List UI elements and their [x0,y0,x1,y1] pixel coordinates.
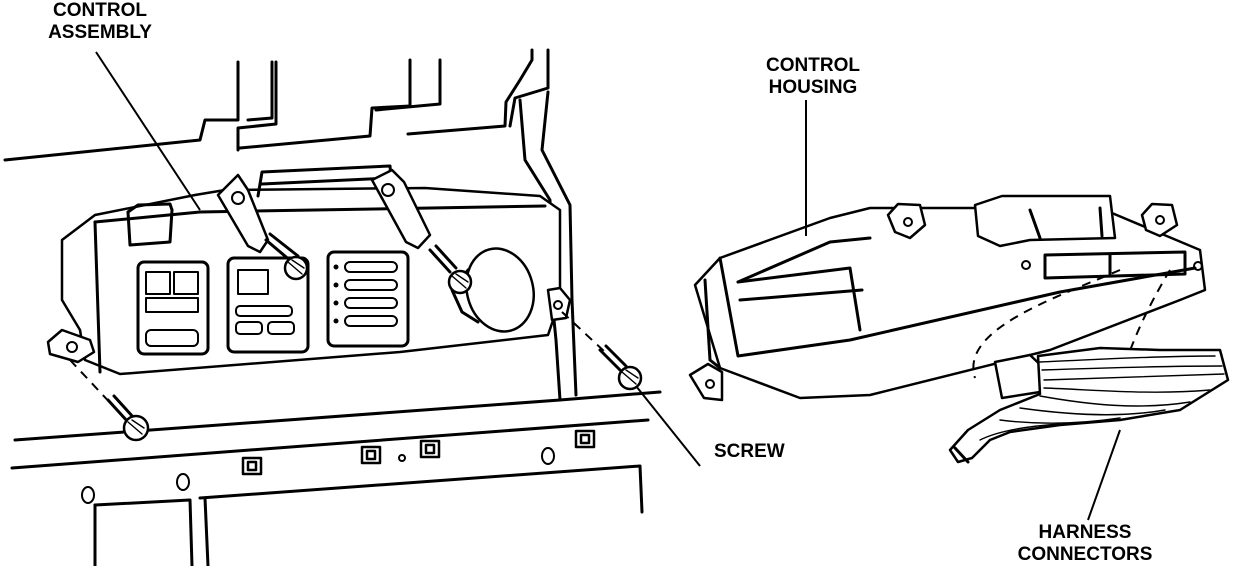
label-control-assembly-line1: CONTROL [53,0,147,21]
label-screw-text: SCREW [714,441,785,462]
label-control-housing-line2: HOUSING [768,77,858,98]
control-assembly [46,164,572,376]
label-control-housing: CONTROL HOUSING [748,55,878,99]
label-control-housing-line1: CONTROL [766,55,860,76]
instrument-panel [3,48,662,568]
label-control-assembly: CONTROL ASSEMBLY [30,0,170,44]
label-screw: SCREW [714,441,814,463]
label-harness-connectors-line1: HARNESS [1038,522,1132,543]
leader-lines [95,51,1121,521]
label-harness-connectors-line2: CONNECTORS [1017,544,1153,565]
control-housing [688,194,1207,402]
label-control-assembly-line2: ASSEMBLY [48,22,152,43]
label-harness-connectors: HARNESS CONNECTORS [1000,522,1170,566]
screws [69,168,643,442]
harness-connectors [948,269,1230,464]
